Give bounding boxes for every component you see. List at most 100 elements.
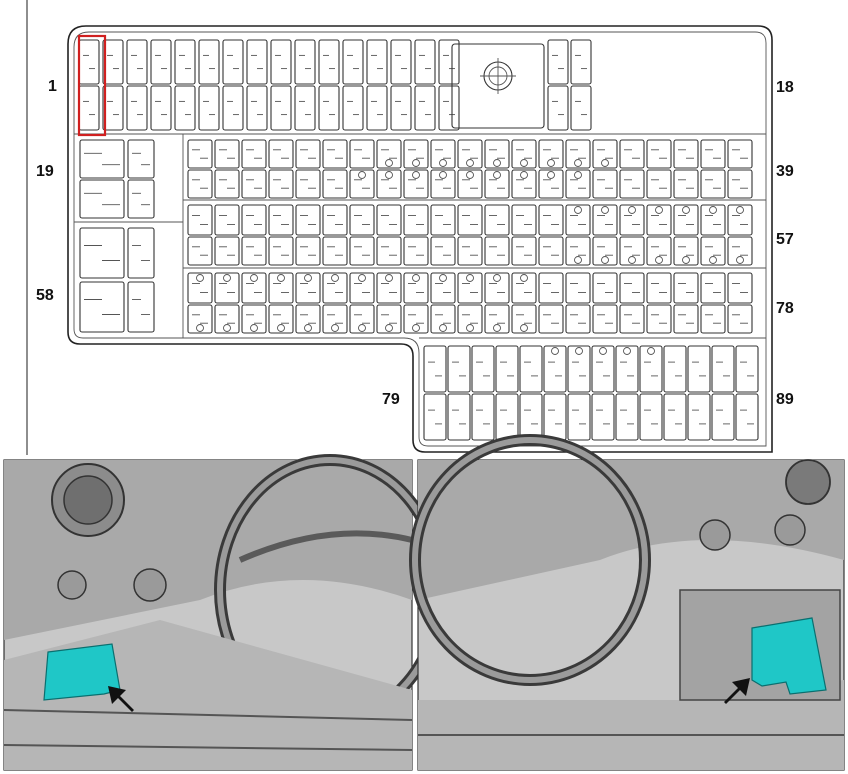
fuse-slot[interactable] — [102, 39, 124, 85]
fuse-slot[interactable] — [322, 169, 348, 199]
fuse-slot[interactable] — [318, 39, 340, 85]
fuse-slot[interactable] — [268, 304, 294, 334]
fuse-slot[interactable] — [484, 169, 510, 199]
fuse-slot[interactable] — [127, 179, 155, 219]
fuse-slot[interactable] — [127, 227, 155, 279]
fuse-slot[interactable] — [673, 272, 699, 304]
fuse-slot[interactable] — [615, 393, 639, 441]
fuse-slot[interactable] — [727, 139, 753, 169]
fuse-slot[interactable] — [390, 39, 412, 85]
fuse-slot[interactable] — [414, 39, 436, 85]
fuse-slot[interactable] — [438, 39, 460, 85]
fuse-slot[interactable] — [511, 236, 537, 266]
fuse-slot[interactable] — [663, 393, 687, 441]
fuse-slot[interactable] — [403, 204, 429, 236]
fuse-slot[interactable] — [295, 169, 321, 199]
fuse-slot[interactable] — [214, 304, 240, 334]
fuse-slot[interactable] — [592, 236, 618, 266]
fuse-slot[interactable] — [246, 39, 268, 85]
fuse-slot[interactable] — [438, 85, 460, 131]
fuse-slot[interactable] — [430, 304, 456, 334]
fuse-slot[interactable] — [519, 393, 543, 441]
fuse-slot[interactable] — [376, 169, 402, 199]
fuse-slot[interactable] — [268, 139, 294, 169]
fuse-slot[interactable] — [268, 272, 294, 304]
fuse-slot[interactable] — [270, 85, 292, 131]
fuse-slot[interactable] — [619, 272, 645, 304]
fuse-slot[interactable] — [241, 169, 267, 199]
fuse-slot[interactable] — [543, 393, 567, 441]
fuse-slot[interactable] — [102, 85, 124, 131]
fuse-slot[interactable] — [447, 393, 471, 441]
fuse-slot[interactable] — [538, 169, 564, 199]
fuse-slot[interactable] — [591, 345, 615, 393]
fuse-slot[interactable] — [727, 272, 753, 304]
fuse-slot[interactable] — [457, 236, 483, 266]
fuse-slot[interactable] — [592, 272, 618, 304]
fuse-slot[interactable] — [619, 169, 645, 199]
fuse-slot[interactable] — [295, 204, 321, 236]
fuse-slot[interactable] — [735, 345, 759, 393]
fuse-slot[interactable] — [673, 139, 699, 169]
fuse-slot[interactable] — [565, 139, 591, 169]
fuse-slot[interactable] — [214, 272, 240, 304]
fuse-slot[interactable] — [268, 204, 294, 236]
fuse-slot[interactable] — [342, 85, 364, 131]
fuse-slot[interactable] — [646, 204, 672, 236]
fuse-slot[interactable] — [727, 236, 753, 266]
fuse-slot[interactable] — [376, 304, 402, 334]
fuse-slot[interactable] — [376, 272, 402, 304]
fuse-slot[interactable] — [322, 272, 348, 304]
fuse-slot[interactable] — [423, 393, 447, 441]
fuse-slot[interactable] — [241, 272, 267, 304]
fuse-slot[interactable] — [592, 204, 618, 236]
fuse-slot[interactable] — [511, 304, 537, 334]
fuse-slot[interactable] — [430, 236, 456, 266]
fuse-slot[interactable] — [268, 236, 294, 266]
highlighted-fuse-1[interactable] — [77, 34, 107, 137]
fuse-slot[interactable] — [565, 304, 591, 334]
fuse-slot[interactable] — [78, 85, 100, 131]
fuse-slot[interactable] — [268, 169, 294, 199]
fuse-slot[interactable] — [187, 169, 213, 199]
fuse-slot[interactable] — [403, 236, 429, 266]
fuse-slot[interactable] — [538, 204, 564, 236]
fuse-slot[interactable] — [79, 227, 125, 279]
fuse-slot[interactable] — [198, 39, 220, 85]
fuse-slot[interactable] — [349, 139, 375, 169]
fuse-slot[interactable] — [471, 345, 495, 393]
fuse-slot[interactable] — [565, 236, 591, 266]
fuse-slot[interactable] — [295, 272, 321, 304]
fuse-slot[interactable] — [376, 139, 402, 169]
fuse-slot[interactable] — [295, 236, 321, 266]
fuse-slot[interactable] — [174, 85, 196, 131]
fuse-slot[interactable] — [547, 39, 569, 85]
fuse-slot[interactable] — [547, 85, 569, 131]
fuse-slot[interactable] — [403, 304, 429, 334]
fuse-slot[interactable] — [567, 345, 591, 393]
fuse-slot[interactable] — [322, 236, 348, 266]
fuse-slot[interactable] — [214, 236, 240, 266]
fuse-slot[interactable] — [567, 393, 591, 441]
fuse-slot[interactable] — [214, 169, 240, 199]
fuse-slot[interactable] — [615, 345, 639, 393]
fuse-slot[interactable] — [538, 236, 564, 266]
fuse-slot[interactable] — [150, 85, 172, 131]
fuse-slot[interactable] — [484, 139, 510, 169]
fuse-slot[interactable] — [430, 272, 456, 304]
fuse-slot[interactable] — [592, 169, 618, 199]
fuse-slot[interactable] — [241, 139, 267, 169]
fuse-slot[interactable] — [565, 272, 591, 304]
fuse-slot[interactable] — [457, 304, 483, 334]
fuse-slot[interactable] — [538, 272, 564, 304]
fuse-slot[interactable] — [342, 39, 364, 85]
fuse-slot[interactable] — [78, 39, 100, 85]
fuse-slot[interactable] — [519, 345, 543, 393]
fuse-slot[interactable] — [187, 236, 213, 266]
fuse-slot[interactable] — [495, 393, 519, 441]
fuse-slot[interactable] — [214, 204, 240, 236]
fuse-slot[interactable] — [565, 204, 591, 236]
fuse-slot[interactable] — [735, 393, 759, 441]
fuse-slot[interactable] — [366, 85, 388, 131]
fuse-slot[interactable] — [700, 139, 726, 169]
